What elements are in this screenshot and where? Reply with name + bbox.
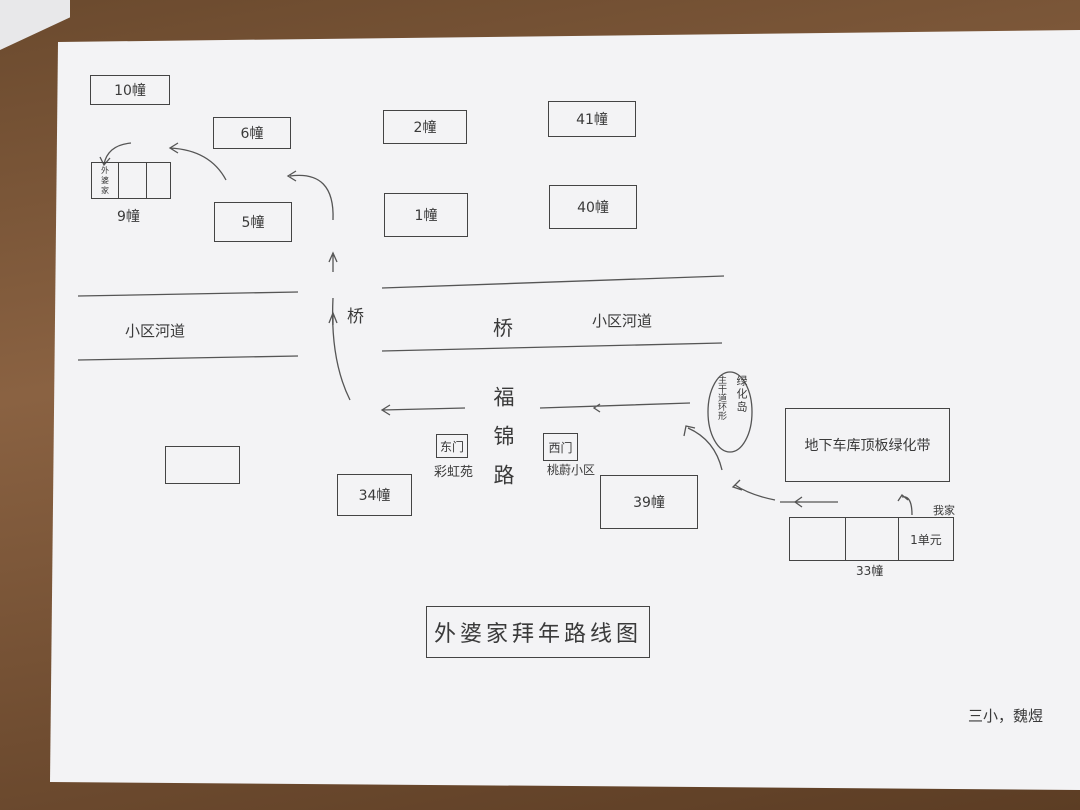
building-9: 外婆家 bbox=[91, 162, 171, 199]
river-line bbox=[77, 291, 299, 297]
west-community-label: 桃蔚小区 bbox=[547, 463, 596, 477]
bridge-label-left: 桥 bbox=[347, 307, 364, 327]
unit-1: 1单元 bbox=[898, 518, 953, 560]
west-gate-label: 西门 bbox=[548, 440, 573, 455]
building-label: 10幢 bbox=[114, 83, 146, 99]
map-title-text: 外婆家拜年路线图 bbox=[433, 622, 642, 647]
building-label: 1幢 bbox=[414, 208, 438, 224]
building-9-label: 9幢 bbox=[117, 209, 140, 225]
river-line bbox=[381, 275, 725, 289]
river-label-left: 小区河道 bbox=[125, 322, 186, 340]
east-gate-label: 东门 bbox=[439, 439, 464, 454]
building-10: 10幢 bbox=[90, 75, 170, 105]
building-label: 5幢 bbox=[241, 215, 265, 231]
unit-divider bbox=[845, 518, 846, 560]
building-41: 41幢 bbox=[548, 101, 636, 137]
green-belt-label: 地下车库顶板绿化带 bbox=[804, 438, 931, 454]
roundabout-label-a: 绿化岛 bbox=[735, 375, 748, 414]
building-label: 2幢 bbox=[413, 120, 437, 136]
my-home-label: 我家 bbox=[933, 504, 955, 517]
grandma-home-unit: 外婆家 bbox=[92, 163, 119, 198]
east-community-label: 彩虹苑 bbox=[434, 465, 474, 480]
building-39: 39幢 bbox=[600, 475, 698, 529]
road-label: 福锦路 bbox=[491, 386, 515, 503]
building-34: 34幢 bbox=[337, 474, 412, 516]
building-label: 39幢 bbox=[633, 495, 665, 511]
unlabeled-building bbox=[165, 446, 240, 484]
building-6: 6幢 bbox=[213, 117, 291, 149]
building-label: 34幢 bbox=[358, 488, 391, 504]
west-gate: 西门 bbox=[543, 433, 578, 461]
east-gate: 东门 bbox=[436, 434, 468, 458]
river-label-right: 小区河道 bbox=[592, 312, 653, 330]
building-5: 5幢 bbox=[214, 202, 292, 242]
green-belt: 地下车库顶板绿化带 bbox=[785, 408, 950, 482]
building-2: 2幢 bbox=[383, 110, 467, 144]
bridge-label-center: 桥 bbox=[493, 316, 513, 340]
roundabout-label-b: 主干道环形 bbox=[716, 375, 726, 420]
building-label: 41幢 bbox=[576, 112, 608, 128]
building-1: 1幢 bbox=[384, 193, 468, 237]
building-33: 1单元 bbox=[789, 517, 954, 561]
unit bbox=[119, 163, 147, 198]
river-line bbox=[381, 342, 723, 352]
map-title: 外婆家拜年路线图 bbox=[426, 606, 650, 658]
building-40: 40幢 bbox=[549, 185, 637, 229]
signature: 三小，魏煜 bbox=[968, 707, 1044, 725]
river-line bbox=[77, 355, 299, 361]
building-label: 6幢 bbox=[240, 126, 264, 142]
building-label: 40幢 bbox=[577, 200, 609, 216]
building-33-label: 33幢 bbox=[856, 564, 884, 578]
